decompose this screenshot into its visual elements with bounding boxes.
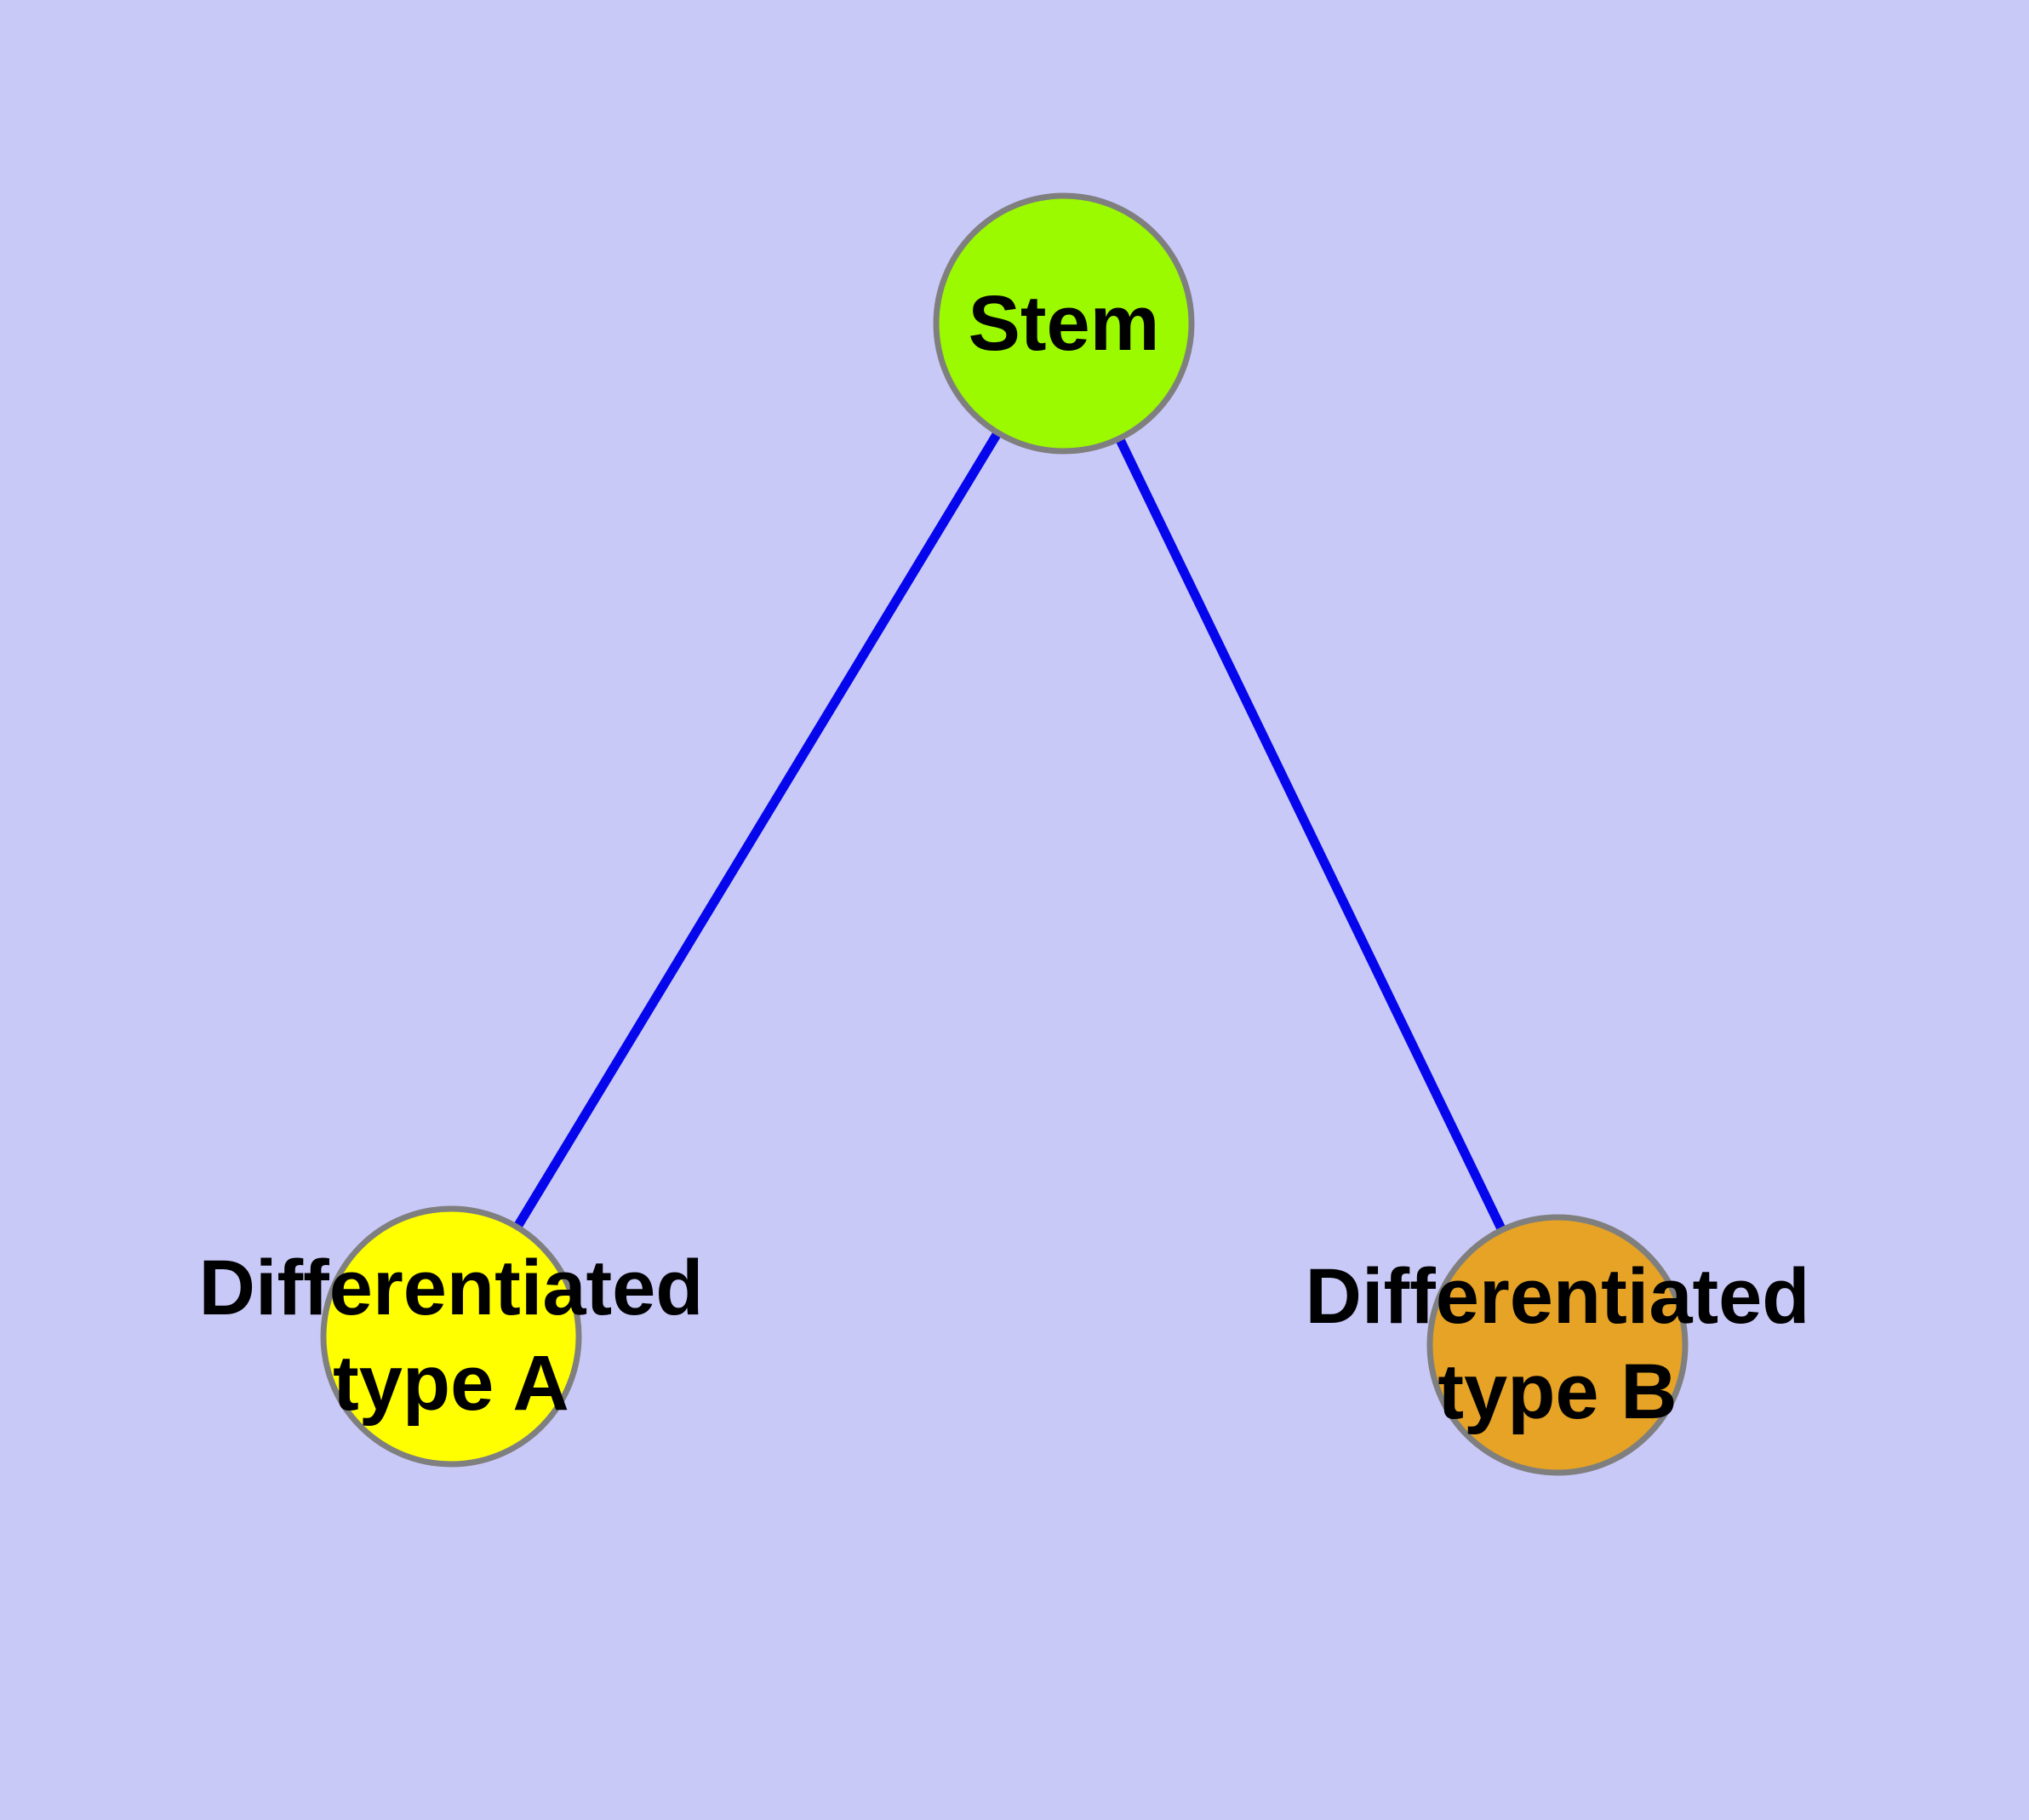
node-stem-circle [933, 192, 1195, 455]
edge-stem-to-type-a [446, 318, 1069, 1342]
node-type-a-label-line1: Differentiated [199, 1245, 704, 1331]
node-type-a-label-line2: type A [333, 1340, 569, 1427]
node-type-a-circle [320, 1205, 582, 1468]
node-type-b-label-line2: type B [1437, 1348, 1677, 1435]
node-stem-label: Stem [969, 280, 1160, 367]
edge-stem-to-type-b [1059, 318, 1563, 1350]
node-type-b-label-line1: Differentiated [1306, 1253, 1810, 1340]
node-type-b-circle [1426, 1214, 1689, 1476]
